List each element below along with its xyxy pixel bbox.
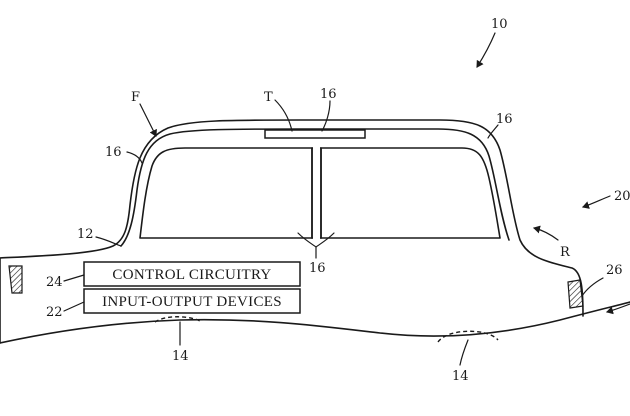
- arrow-R: [533, 225, 559, 241]
- roof-inner-band: [120, 128, 510, 247]
- ref-10: 10: [491, 17, 508, 32]
- ref-14-right: 14: [452, 369, 469, 384]
- ref-12: 12: [77, 227, 94, 242]
- ref-16-right: 16: [496, 112, 513, 127]
- control-circuitry-text: CONTROL CIRCUITRY: [112, 267, 271, 283]
- ref-R: R: [560, 245, 571, 260]
- arrow-20: [582, 195, 611, 209]
- leader-T: [274, 99, 293, 132]
- wheel-well-left: [154, 316, 203, 323]
- leader-16-right: [487, 124, 499, 139]
- ref-20: 20: [614, 189, 630, 204]
- ref-16-bottom: 16: [309, 261, 326, 276]
- window-glass: [139, 147, 501, 239]
- arrow-floor: [606, 303, 630, 315]
- leader-22: [63, 301, 85, 312]
- ref-24: 24: [46, 275, 63, 290]
- leader-26: [581, 277, 604, 297]
- ref-26: 26: [606, 263, 623, 278]
- right-bumper: [567, 279, 584, 309]
- leader-14-right: [459, 339, 469, 366]
- leader-16-top: [321, 100, 331, 132]
- ref-16-top: 16: [320, 87, 337, 102]
- input-output-devices-text: INPUT-OUTPUT DEVICES: [102, 294, 282, 310]
- leader-24: [63, 274, 85, 282]
- control-circuitry-box: [83, 261, 301, 287]
- ref-16-left: 16: [105, 145, 122, 160]
- leader-12: [95, 236, 122, 247]
- arrow-10: [476, 32, 496, 68]
- left-bumper: [8, 265, 23, 294]
- input-output-devices-box: [83, 288, 301, 314]
- ref-F: F: [131, 90, 140, 105]
- ref-22: 22: [46, 305, 63, 320]
- floor-line: [0, 301, 630, 344]
- leader-16-left: [126, 151, 143, 164]
- vehicle-body-outline: [0, 119, 584, 317]
- roof-device: [264, 129, 366, 139]
- ref-T: T: [264, 90, 273, 105]
- ref-14-left: 14: [172, 349, 189, 364]
- arrow-F: [139, 103, 157, 137]
